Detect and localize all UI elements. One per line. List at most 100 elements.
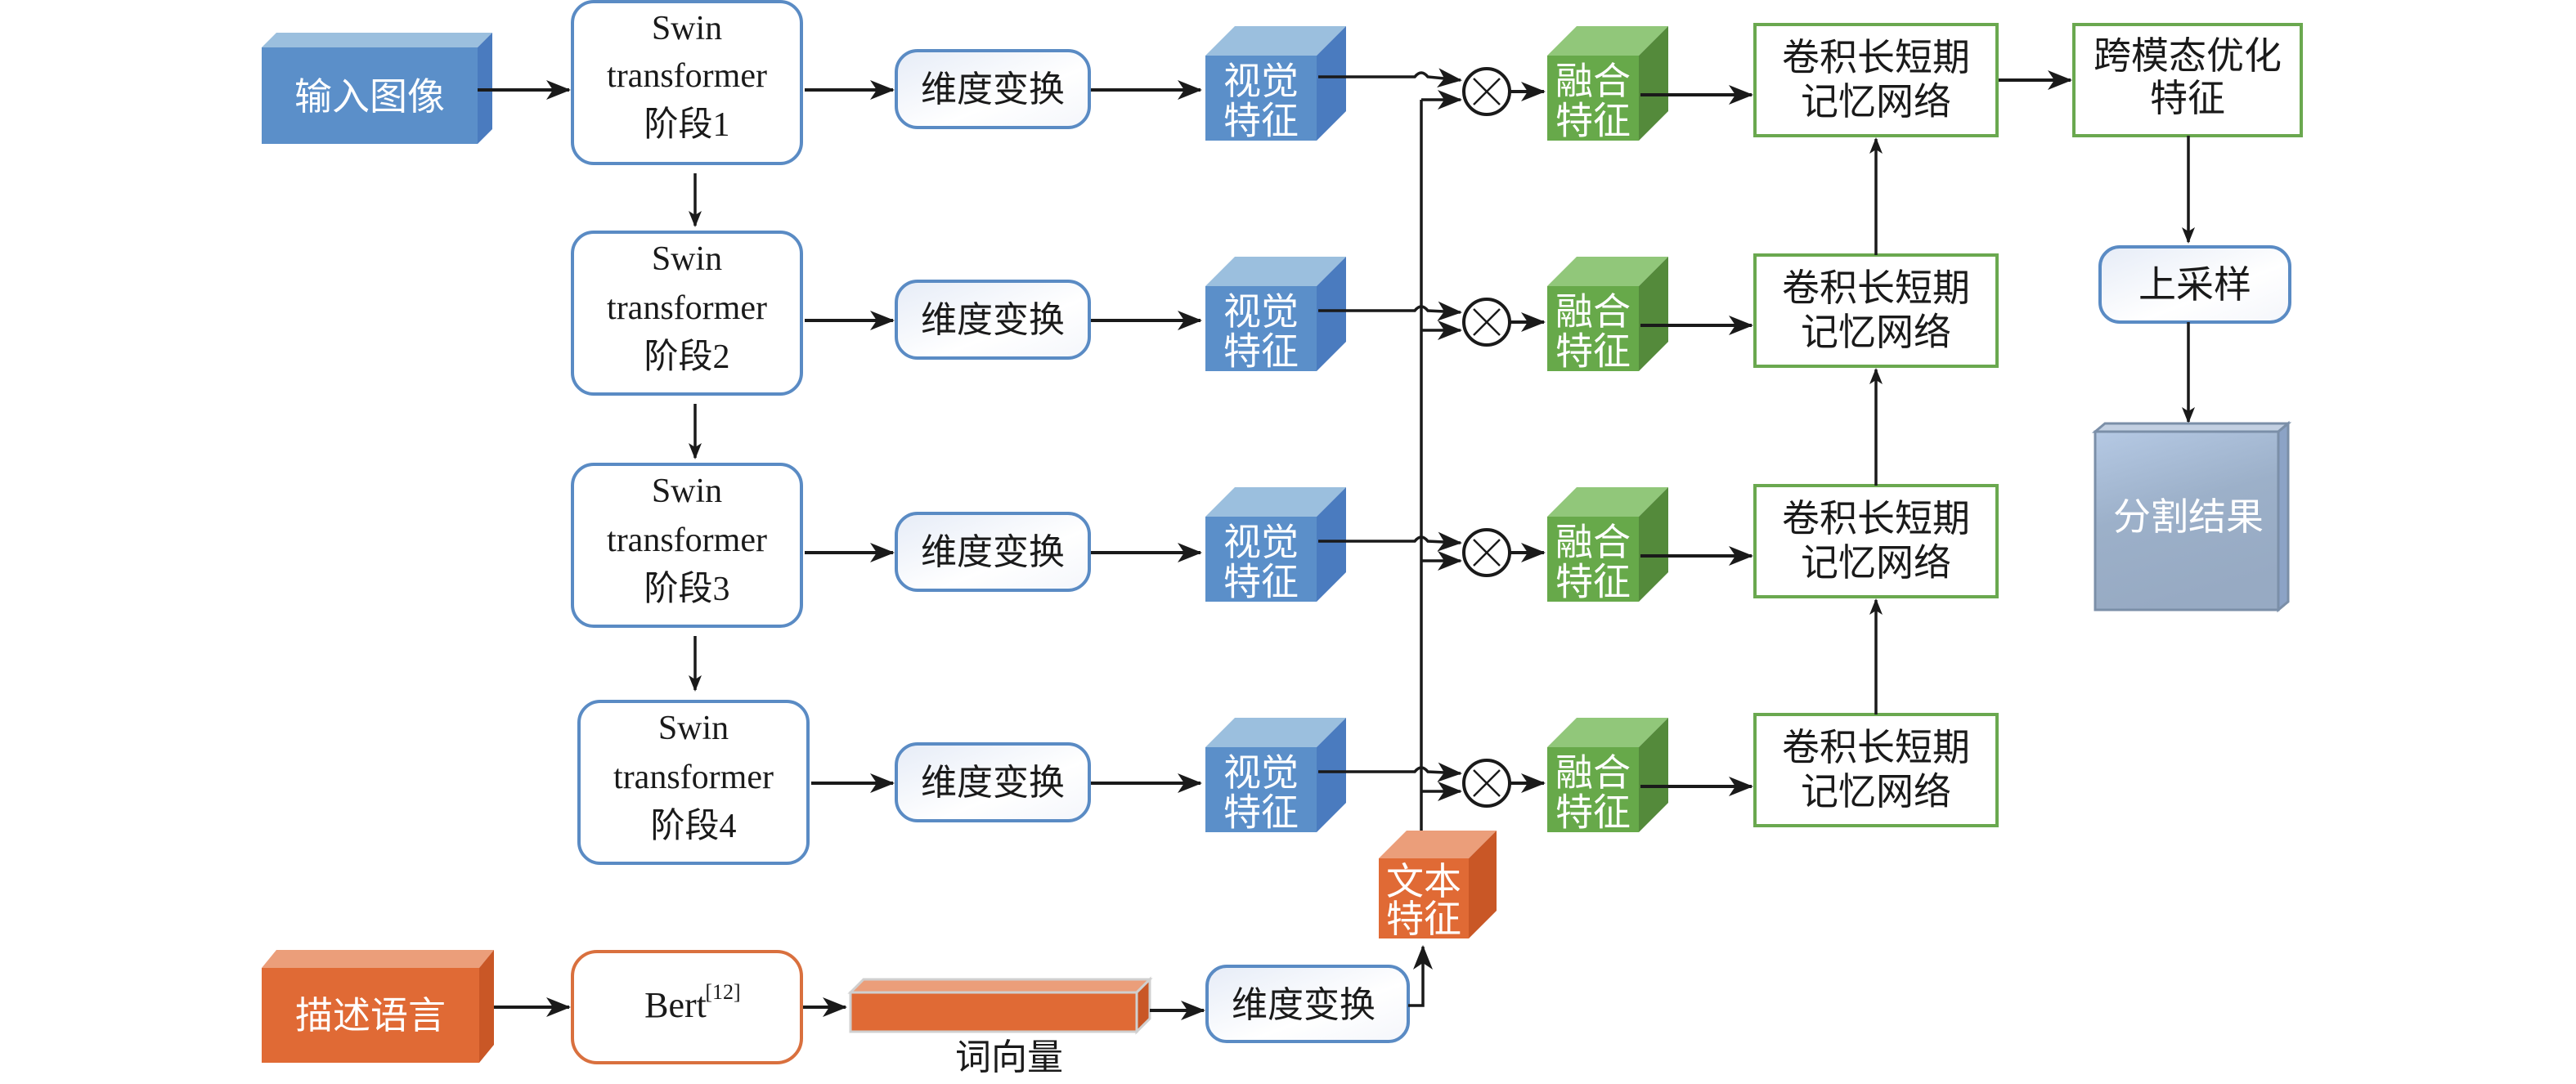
visual-feature-4-side-face — [1317, 718, 1346, 832]
swin-stage-1-line2: transformer — [607, 57, 767, 95]
fusion-feature-1-side-face — [1639, 26, 1668, 141]
swin-stage-3-line2: transformer — [607, 522, 767, 559]
fusion-feature-3-front-face — [1547, 517, 1639, 602]
visual-feature-4-front-face — [1205, 747, 1317, 832]
text-feature-line1: 文本 — [1386, 861, 1461, 903]
convlstm-3: 卷积长短期 记忆网络 — [1753, 484, 1999, 598]
text-feature-front-face — [1379, 858, 1469, 938]
word-vector-label: 词向量 — [955, 1037, 1063, 1077]
swin-stage-3-line1: Swin — [652, 473, 722, 510]
visual-feature-4-line1: 视觉 — [1223, 752, 1299, 794]
convlstm-3-line2: 记忆网络 — [1801, 542, 1951, 584]
visual-feature-2-line2: 特征 — [1223, 331, 1299, 373]
multiply-node-1 — [1462, 67, 1546, 116]
fusion-feature-3-line1: 融合 — [1555, 522, 1631, 563]
bert-citation: [12] — [705, 980, 740, 1004]
dim-transform-3-label: 维度变换 — [921, 532, 1065, 572]
fusion-feature-2-line1: 融合 — [1555, 291, 1631, 333]
arrow-dim-to-textfeature — [1408, 945, 1433, 1007]
visual-feature-3-front-face — [1205, 517, 1317, 602]
visual-feature-2-side-face — [1317, 257, 1346, 371]
swin-stage-2-line2: transformer — [607, 289, 767, 327]
convlstm-3-line1: 卷积长短期 — [1782, 498, 1970, 540]
dim-transform-2: 维度变换 — [895, 280, 1091, 360]
visual-to-multiply-lines — [1318, 68, 1462, 782]
fusion-feature-1-line2: 特征 — [1555, 101, 1631, 142]
text-feature-bus — [1420, 90, 1462, 858]
swin-stage-4-line3: 阶段4 — [650, 808, 736, 845]
text-feature-side-face — [1469, 831, 1497, 938]
dim-transform-4-label: 维度变换 — [921, 763, 1065, 803]
dim-transform-1: 维度变换 — [895, 49, 1091, 129]
swin-stage-1-line3: 阶段1 — [644, 106, 729, 144]
convlstm-1-line2: 记忆网络 — [1801, 81, 1951, 123]
multiply-icon — [1473, 769, 1501, 797]
cross-modal-feature: 跨模态优化 特征 — [2072, 23, 2303, 137]
fusion-feature-4-top-face — [1547, 718, 1668, 747]
multiply-node-3 — [1462, 528, 1546, 577]
visual-feature-3-line1: 视觉 — [1223, 522, 1299, 563]
fusion-feature-4-front-face — [1547, 747, 1639, 832]
segmentation-result-label: 分割结果 — [2113, 496, 2264, 538]
visual-feature-2-top-face — [1205, 257, 1346, 286]
swin-stage-2-line3: 阶段2 — [644, 338, 729, 376]
visual-feature-1-side-face — [1317, 26, 1346, 141]
visual-feature-3-side-face — [1317, 487, 1346, 602]
description-language-label: 描述语言 — [295, 995, 446, 1037]
input-image-label: 输入图像 — [294, 76, 445, 118]
convlstm-2: 卷积长短期 记忆网络 — [1753, 253, 1999, 368]
fusion-feature-2-side-face — [1639, 257, 1668, 371]
visual-feature-1-top-face — [1205, 26, 1346, 56]
cross-modal-line2: 特征 — [2150, 78, 2225, 119]
text-feature-top-face — [1379, 831, 1497, 858]
swin-stage-4: Swin transformer 阶段4 — [577, 700, 810, 865]
swin-stage-2-line1: Swin — [652, 240, 722, 278]
fusion-feature-2-line2: 特征 — [1555, 331, 1631, 373]
description-language-block: 描述语言 — [262, 950, 494, 1063]
convlstm-4-line1: 卷积长短期 — [1782, 727, 1970, 768]
convlstm-2-line1: 卷积长短期 — [1782, 267, 1970, 309]
swin-stage-1: Swin transformer 阶段1 — [571, 0, 803, 165]
multiply-icon — [1473, 539, 1501, 567]
convlstm-1: 卷积长短期 记忆网络 — [1753, 23, 1999, 137]
visual-feature-4-line2: 特征 — [1223, 792, 1299, 834]
text-dim-transform: 维度变换 — [1205, 965, 1410, 1043]
text-feature-line2: 特征 — [1386, 898, 1461, 940]
upsample-label: 上采样 — [2138, 264, 2251, 306]
convlstm-2-line2: 记忆网络 — [1801, 311, 1951, 353]
fusion-feature-1-line1: 融合 — [1555, 60, 1631, 102]
fusion-feature-2-top-face — [1547, 257, 1668, 286]
multiply-node-2 — [1462, 298, 1546, 347]
visual-feature-3-top-face — [1205, 487, 1346, 517]
fusion-feature-3-side-face — [1639, 487, 1668, 602]
upsample-box: 上采样 — [2098, 245, 2291, 324]
swin-stage-1-line1: Swin — [652, 10, 722, 47]
swin-stage-4-line1: Swin — [658, 710, 729, 747]
visual-feature-1-line2: 特征 — [1223, 101, 1299, 142]
visual-feature-4-top-face — [1205, 718, 1346, 747]
visual-feature-1-line1: 视觉 — [1223, 60, 1299, 102]
fusion-feature-3-line2: 特征 — [1555, 562, 1631, 603]
convlstm-1-line1: 卷积长短期 — [1782, 37, 1970, 78]
dim-transform-3: 维度变换 — [895, 512, 1091, 592]
visual-feature-3-line2: 特征 — [1223, 562, 1299, 603]
multiply-node-4 — [1462, 759, 1546, 808]
swin-stage-3-line3: 阶段3 — [644, 571, 729, 608]
dim-transform-2-label: 维度变换 — [921, 300, 1065, 340]
visual-feature-2-front-face — [1205, 286, 1317, 371]
dim-transform-1-label: 维度变换 — [921, 69, 1065, 110]
text-dim-transform-label: 维度变换 — [1232, 985, 1376, 1025]
dim-transform-4: 维度变换 — [895, 742, 1091, 822]
fusion-feature-4-line2: 特征 — [1555, 792, 1631, 834]
swin-stage-3: Swin transformer 阶段3 — [571, 463, 803, 628]
convlstm-4: 卷积长短期 记忆网络 — [1753, 713, 1999, 827]
